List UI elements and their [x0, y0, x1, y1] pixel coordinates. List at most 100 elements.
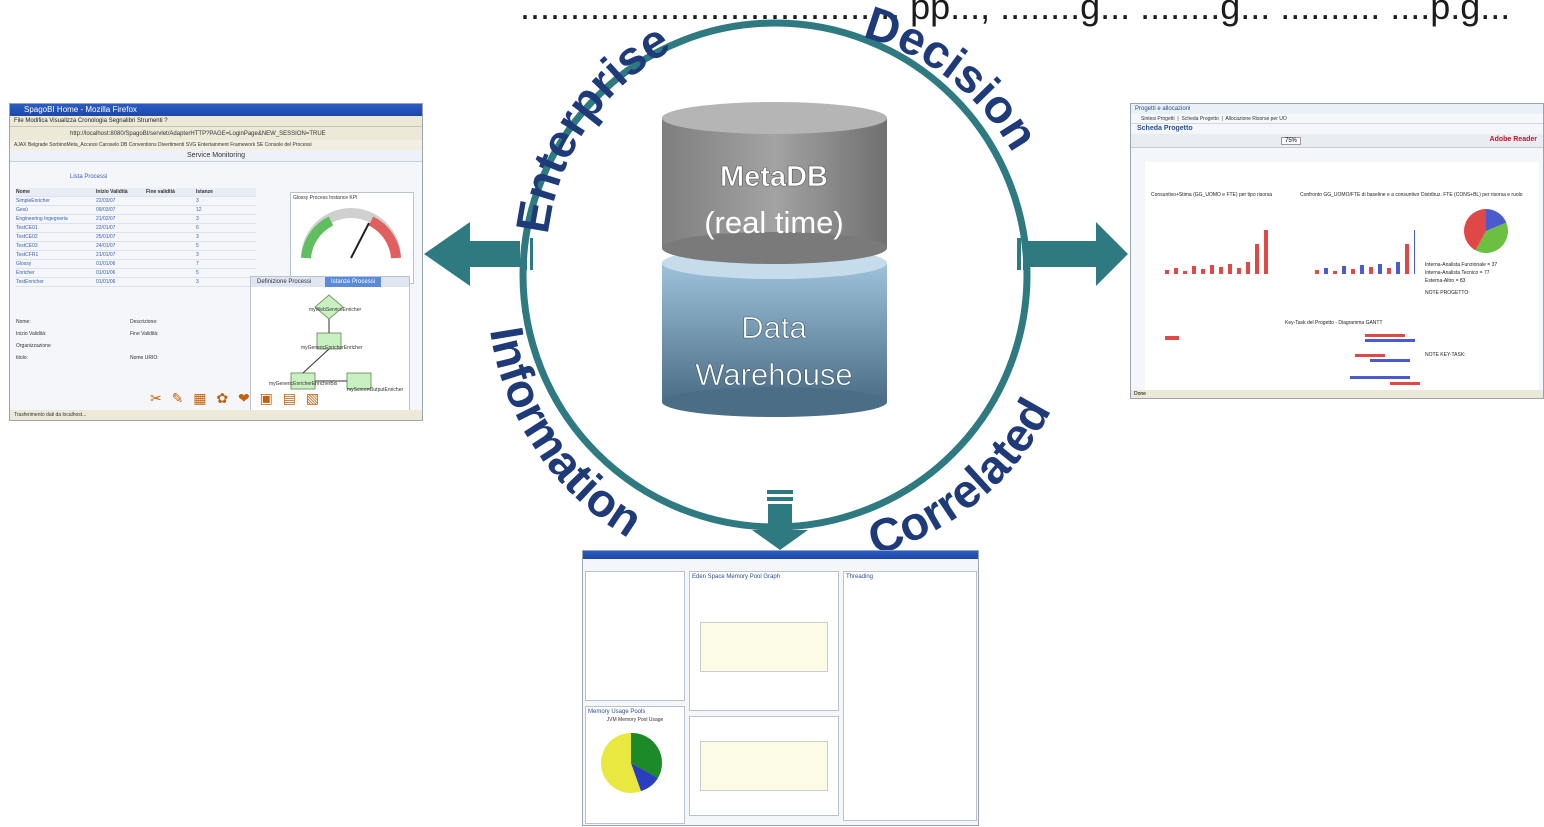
report-header: Progetti e allocazioni: [1131, 104, 1543, 114]
arc-label-correlated: Correlated: [861, 389, 1060, 565]
mini-bar: [1378, 264, 1382, 274]
threading-panel: Threading: [843, 571, 977, 821]
mini-bar: [1396, 262, 1400, 274]
panel-title: Service Monitoring: [10, 150, 422, 162]
tree-panel: [585, 571, 685, 701]
menu-bar: File Modifica Visualizza Cronologia Segn…: [10, 116, 422, 126]
gauge-dial: [301, 208, 401, 259]
gantt-title: Key-Task del Progetto - Diagramma GANTT: [1285, 320, 1383, 326]
mini-bar: [1210, 265, 1214, 274]
chart-title: Confronto GG_UOMO/FTE di baseline e a co…: [1300, 192, 1420, 198]
mini-bar: [1414, 230, 1415, 274]
flow-graph: [290, 294, 372, 390]
mini-bar: [1192, 266, 1196, 274]
mini-bar: [1237, 268, 1241, 274]
data-warehouse-cylinder: [662, 247, 887, 417]
right-arrow: [1017, 222, 1128, 286]
memory-pools-panel: Memory Usage Pools JVM Memory Pool Usage: [585, 706, 685, 824]
pie-title: JVM Memory Pool Usage: [606, 717, 664, 723]
tab-istanze[interactable]: Istanze Processi: [325, 277, 382, 287]
pie-slice: [1464, 209, 1486, 251]
mini-bar: [1228, 264, 1232, 274]
chart-title: Consuntivo+Stima (GG_UOMO e FTE) per tip…: [1151, 192, 1273, 198]
report-title: Scheda Progetto: [1137, 125, 1193, 132]
report-body: Consuntivo+Stima (GG_UOMO e FTE) per tip…: [1145, 162, 1539, 390]
process-flow-panel: Definizione Processi Istanze Processi my…: [250, 276, 410, 418]
tab-scheda[interactable]: Scheda Progetto: [1181, 116, 1219, 122]
top-caption: ...................................... p…: [520, 0, 1511, 27]
eden-graph: [700, 622, 828, 672]
mini-bar: [1165, 270, 1169, 274]
flow-node: myGenericEnricherEnricher: [301, 345, 363, 351]
note-label: NOTE PROGETTO:: [1425, 290, 1470, 296]
arc-label-information: Information: [480, 323, 652, 547]
flow-node: myWebServiceEnricher: [309, 307, 362, 313]
data-warehouse-line1: Data: [741, 310, 807, 345]
tab-sintesi[interactable]: Sintesi Progetti: [1141, 116, 1175, 122]
pdf-toolbar: 75% Adobe Reader: [1131, 134, 1543, 148]
mini-bar: [1387, 268, 1391, 274]
bottom-screenshot-monitoring: Eden Space Memory Pool Graph Threading M…: [582, 550, 979, 826]
list-title: Lista Processi: [70, 174, 108, 180]
zoom-select[interactable]: 75%: [1281, 137, 1302, 145]
memory-pie: [601, 732, 663, 793]
pie-slice: [1486, 209, 1507, 231]
mini-bar-charts: [1165, 230, 1415, 274]
metadb-cylinder: [662, 102, 887, 264]
mini-bar: [1342, 266, 1346, 274]
status-bar: Trasferimento dati da localhost...: [10, 410, 422, 420]
mini-bar: [1315, 270, 1319, 274]
process-form: Nome:Descrizione: Inizio Validità:Fine V…: [16, 319, 159, 361]
mini-bar: [1333, 271, 1337, 274]
metadb-title: MetaDB: [720, 161, 828, 193]
arc-label-enterprise: Enterprise: [505, 12, 678, 236]
window-title-bar: [583, 551, 978, 559]
pie-legend-item: Interna-Analista Funzionale = 37: [1425, 262, 1498, 268]
mini-bar: [1405, 244, 1409, 274]
mini-bar: [1324, 268, 1328, 274]
toolbar-icons: ✂ ✎ ▦ ✿ ❤ ▣ ▤ ▧: [150, 390, 323, 406]
panel-heading: Memory Usage Pools: [588, 709, 646, 715]
memory-graph-panel: [689, 716, 839, 816]
address-bar: http://localhost:8080/SpagoBI/servlet/Ad…: [10, 126, 422, 140]
mini-bar: [1360, 265, 1364, 274]
tab-definizione[interactable]: Definizione Processi: [257, 279, 312, 285]
eden-panel: Eden Space Memory Pool Graph: [689, 571, 839, 711]
process-tabs: Definizione Processi Istanze Processi: [251, 277, 409, 287]
flow-node: myGenericEnricherEnricherBis: [269, 381, 338, 387]
right-screenshot-report: Progetti e allocazioni Sintesi Progetti …: [1130, 103, 1544, 399]
panel-heading: Eden Space Memory Pool Graph: [692, 574, 781, 580]
status-bar: Done: [1131, 390, 1543, 398]
tab-allocazione[interactable]: Allocazione Risorse per UO: [1225, 116, 1287, 122]
mini-bar: [1201, 269, 1205, 274]
panel-heading: Threading: [846, 574, 874, 580]
pie-slice: [1475, 222, 1508, 253]
metadb-subtitle: (real time): [704, 205, 844, 240]
flow-node: myScreenOutputEnricher: [347, 387, 404, 393]
gantt-chart: [1165, 334, 1420, 385]
mini-bar: [1255, 244, 1259, 274]
pie-legend-item: Esterna-Altro = 83: [1425, 278, 1466, 284]
down-arrow: [752, 490, 808, 550]
window-title: SpagoBI Home - Mozilla Firefox: [10, 104, 422, 116]
note-label: NOTE KEY-TASK:: [1425, 352, 1466, 358]
mini-pie-chart: [1464, 209, 1508, 253]
bookmarks-bar: AJAX Belgrade SorbinoMeta_Accessi Carose…: [10, 140, 422, 150]
mini-bar: [1219, 267, 1223, 274]
data-warehouse-line2: Warehouse: [695, 357, 852, 392]
kpi-gauge-panel: Glossy Process Instance KPI: [290, 192, 414, 284]
mini-bar: [1351, 269, 1355, 274]
gauge-title: Glossy Process Instance KPI: [293, 195, 358, 201]
mini-bar: [1264, 230, 1268, 274]
left-arrow: [424, 222, 533, 286]
